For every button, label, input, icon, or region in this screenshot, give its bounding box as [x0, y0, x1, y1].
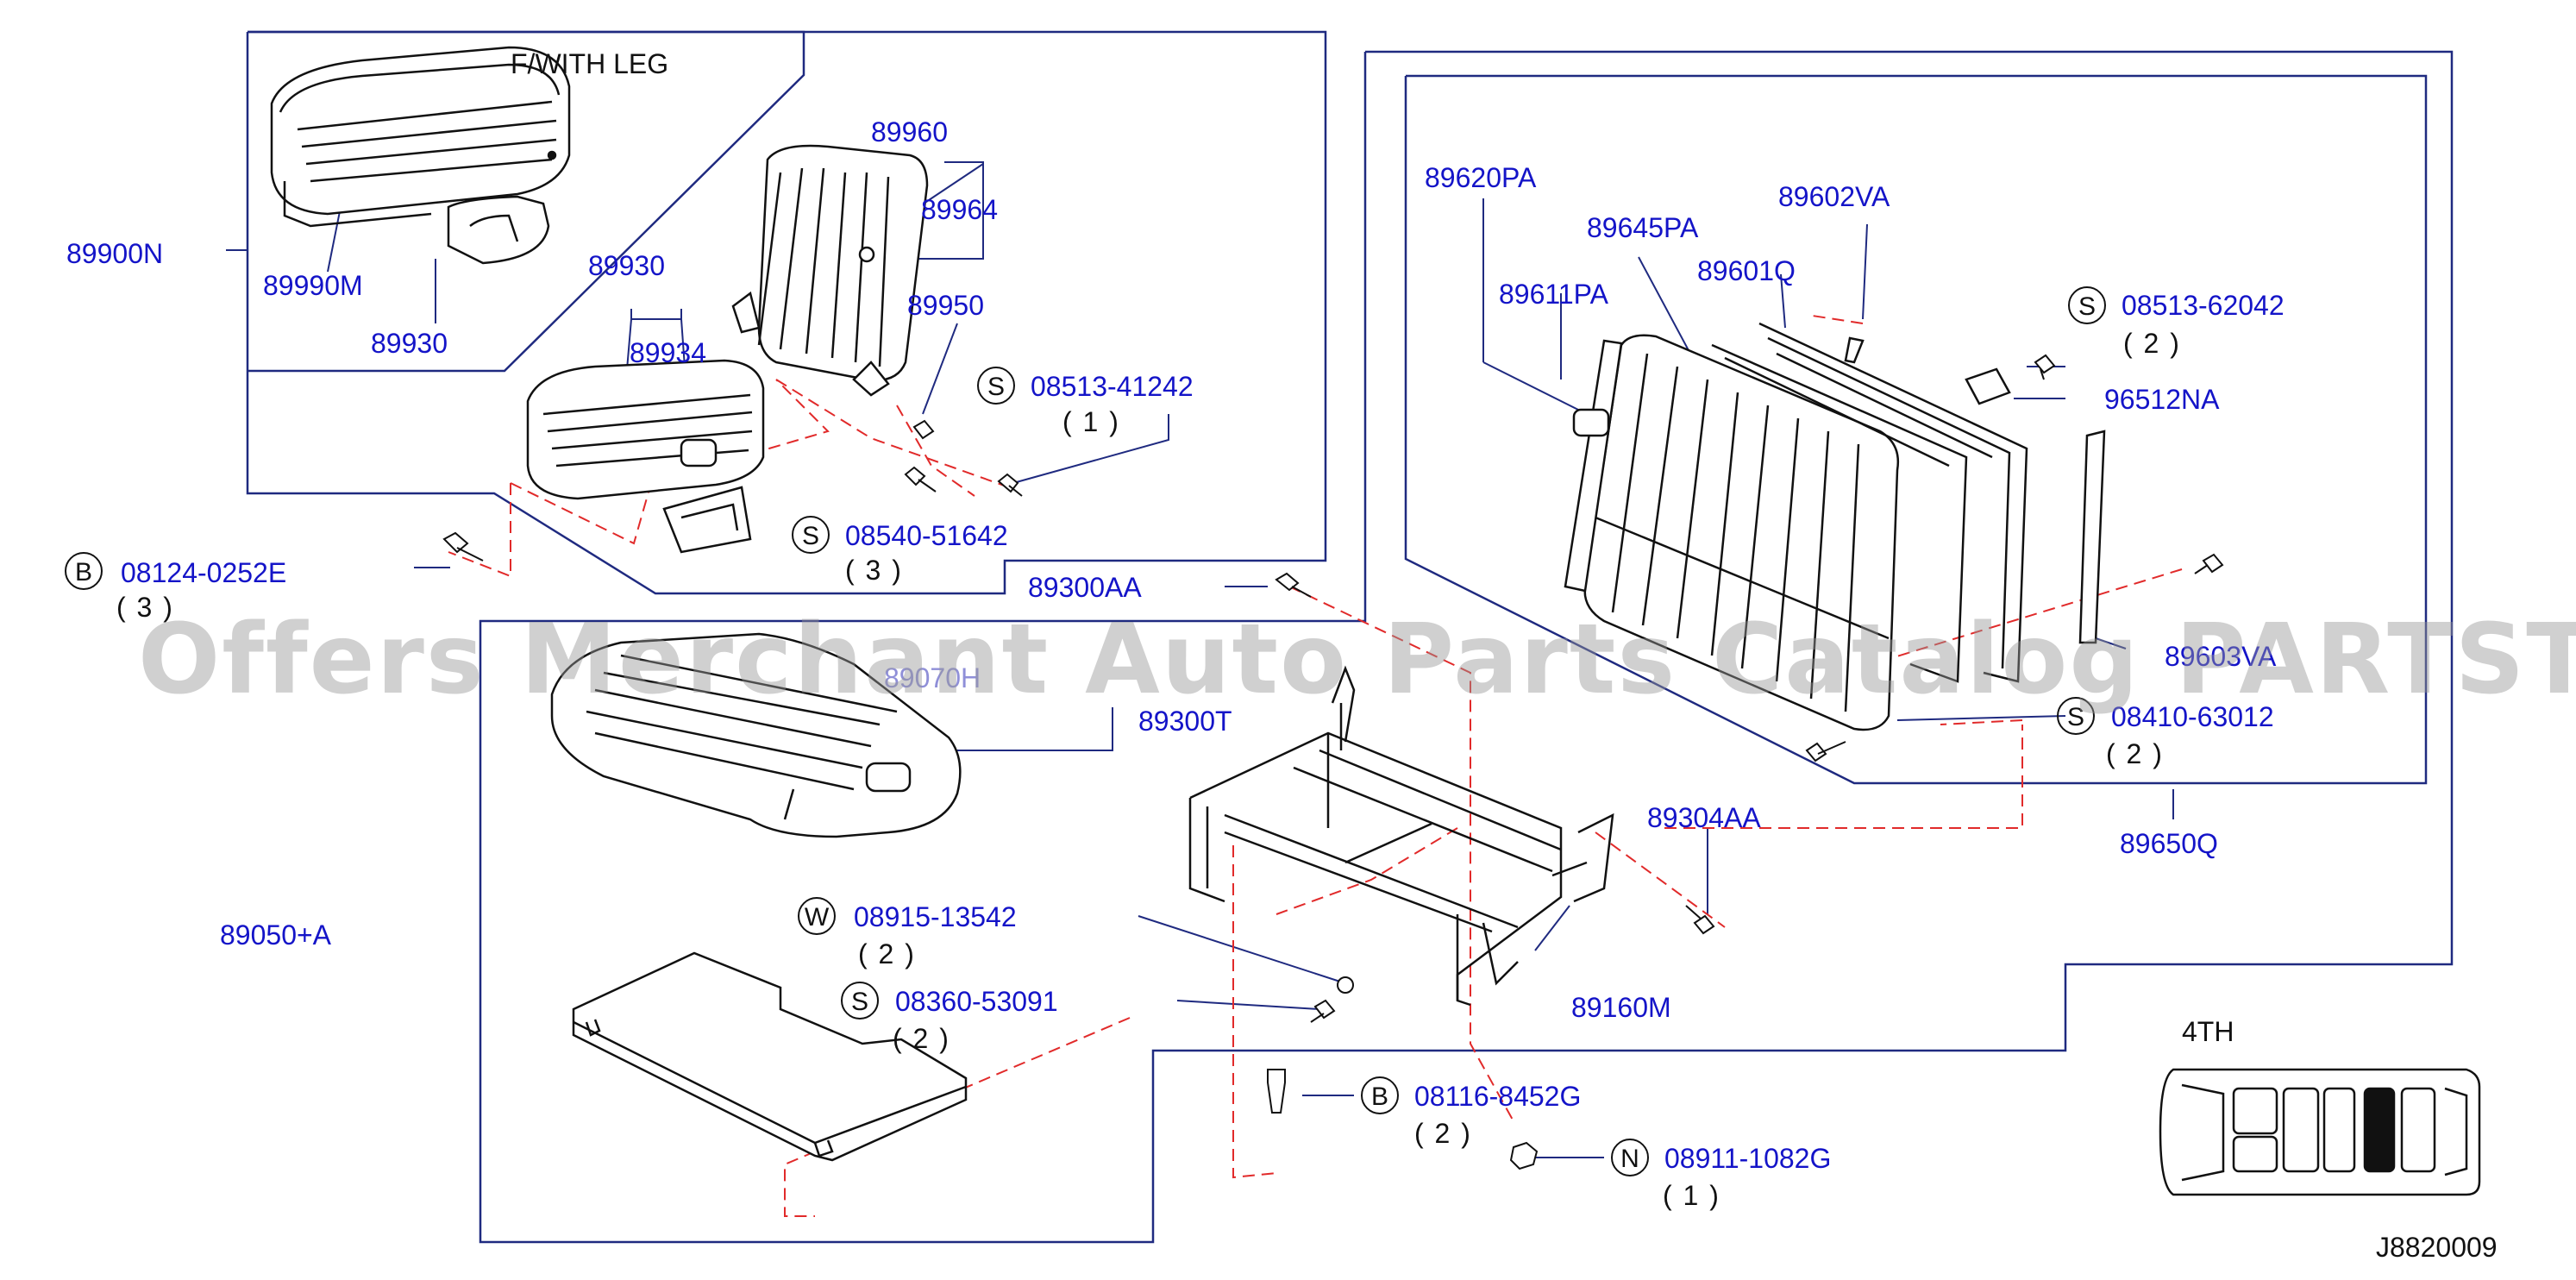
fastener-0-code[interactable]: 08513-41242	[1031, 371, 1194, 402]
part-89300T[interactable]: 89300T	[1138, 706, 1232, 737]
part-89930[interactable]: 89930	[588, 250, 665, 281]
fastener-1-qty: ( 3 )	[845, 555, 903, 586]
fastener-7-letter: B	[1361, 1076, 1399, 1114]
part-89601Q[interactable]: 89601Q	[1697, 255, 1796, 286]
fastener-3-letter: S	[2068, 286, 2106, 324]
fastener-2-qty: ( 3 )	[116, 592, 174, 623]
part-89160M[interactable]: 89160M	[1571, 992, 1671, 1023]
fastener-2-code[interactable]: 08124-0252E	[121, 557, 287, 588]
part-89304AA[interactable]: 89304AA	[1647, 802, 1761, 833]
seatback-illustration	[731, 144, 929, 397]
part-89650Q[interactable]: 89650Q	[2120, 828, 2218, 859]
part-89070[interactable]: 89070H	[884, 662, 981, 693]
part-89934[interactable]: 89934	[630, 337, 706, 368]
fastener-0-qty: ( 1 )	[1062, 406, 1120, 437]
cover-panel-illustration	[572, 951, 968, 1162]
fastener-5-letter: W	[798, 897, 836, 935]
part-89050A[interactable]: 89050+A	[220, 919, 332, 951]
fastener-icons	[442, 354, 2224, 1170]
part-89620PA[interactable]: 89620PA	[1425, 162, 1537, 193]
part-89611PA[interactable]: 89611PA	[1499, 279, 1608, 310]
fastener-2-letter: B	[65, 552, 103, 590]
part-89602VA[interactable]: 89602VA	[1778, 181, 1890, 212]
outline-fwith-leg-box	[248, 30, 805, 373]
fastener-8-qty: ( 1 )	[1663, 1180, 1720, 1211]
fastener-6-letter: S	[841, 982, 879, 1020]
outline-front-seat-group	[246, 30, 1327, 595]
part-89990M[interactable]: 89990M	[263, 270, 363, 301]
vehicle-inset-illustration	[2159, 1068, 2481, 1196]
fastener-6-qty: ( 2 )	[893, 1023, 950, 1054]
fastener-4-qty: ( 2 )	[2106, 738, 2164, 769]
fastener-1-letter: S	[792, 516, 830, 554]
front-seat-illustration	[526, 359, 765, 554]
outline-seat-back-box	[1404, 74, 2428, 785]
fastener-5-qty: ( 2 )	[858, 938, 916, 969]
fastener-3-code[interactable]: 08513-62042	[2122, 290, 2285, 321]
fastener-3-qty: ( 2 )	[2123, 328, 2181, 359]
fastener-5-code[interactable]: 08915-13542	[854, 901, 1017, 932]
fastener-7-code[interactable]: 08116-8452G	[1414, 1081, 1582, 1112]
rear-seatback-illustration	[1564, 322, 2106, 731]
fastener-0-letter: S	[977, 367, 1015, 405]
leader-lines	[226, 161, 2174, 1158]
fastener-8-code[interactable]: 08911-1082G	[1664, 1143, 1832, 1174]
fwith-leg-label: F/WITH LEG	[511, 48, 669, 79]
outline-rear-back-group	[479, 50, 2454, 1244]
leg-seat-illustration	[270, 46, 571, 265]
fastener-4-letter: S	[2057, 697, 2095, 735]
watermark-text: Offers Merchant Auto Parts Catalog PARTS…	[138, 604, 2576, 716]
part-89960[interactable]: 89960	[871, 116, 948, 147]
part-89900N[interactable]: 89900N	[66, 238, 164, 269]
inset-4th-label: 4TH	[2182, 1016, 2234, 1047]
part-89645PA[interactable]: 89645PA	[1587, 212, 1699, 243]
fastener-4-code[interactable]: 08410-63012	[2111, 701, 2274, 732]
part-89603VA[interactable]: 89603VA	[2165, 641, 2277, 672]
group-outlines	[246, 30, 2454, 1244]
figure-code: J8820009	[2376, 1232, 2498, 1263]
seat-frame-illustration	[1188, 665, 1614, 1007]
part-89930-leg[interactable]: 89930	[371, 328, 448, 359]
part-89964[interactable]: 89964	[921, 194, 998, 225]
fastener-7-qty: ( 2 )	[1414, 1118, 1472, 1149]
fastener-8-letter: N	[1611, 1139, 1649, 1176]
fastener-1-code[interactable]: 08540-51642	[845, 520, 1008, 551]
part-89300AA[interactable]: 89300AA	[1028, 572, 1142, 603]
fastener-6-code[interactable]: 08360-53091	[895, 986, 1058, 1017]
part-89950[interactable]: 89950	[907, 290, 984, 321]
part-96512NA[interactable]: 96512NA	[2104, 384, 2220, 415]
bench-cushion-illustration	[550, 632, 962, 838]
